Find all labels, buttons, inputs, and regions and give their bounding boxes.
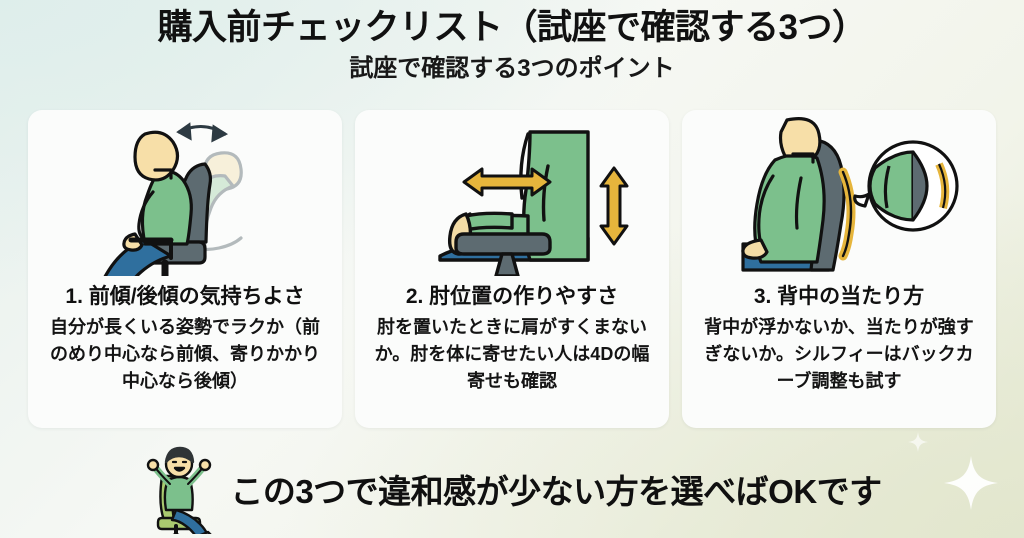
- page-title: 購入前チェックリスト（試座で確認する3つ）: [157, 8, 867, 47]
- footer-text: この3つで違和感が少ない方を選べばOKです: [230, 473, 882, 510]
- page-subtitle: 試座で確認する3つのポイント: [349, 55, 675, 83]
- card-1-heading: 1. 前傾/後傾の気持ちよさ: [65, 285, 305, 308]
- checklist-card-3[interactable]: 3. 背中の当たり方 背中が浮かないか、当たりが強すぎないか。シルフィーはバック…: [682, 110, 996, 428]
- footer-banner: この3つで違和感が少ない方を選べばOKです: [0, 440, 1024, 538]
- cheering-person-in-chair-icon: [142, 444, 216, 534]
- back-contact-lumbar-magnifier-icon: [682, 116, 996, 276]
- card-3-heading: 3. 背中の当たり方: [753, 285, 925, 308]
- header: 購入前チェックリスト（試座で確認する3つ） 試座で確認する3つのポイント: [0, 8, 1024, 84]
- person-reclining-chair-tilt-arrow-icon: [28, 116, 342, 276]
- checklist-cards: 1. 前傾/後傾の気持ちよさ 自分が長くいる姿勢でラクか（前のめり中心なら前傾、…: [28, 110, 996, 428]
- card-3-body: 背中が浮かないか、当たりが強すぎないか。シルフィーはバックカーブ調整も試す: [704, 317, 974, 392]
- card-2-body: 肘を置いたときに肩がすくまないか。肘を体に寄せたい人は4Dの幅寄せも確認: [374, 317, 650, 392]
- armrest-width-height-arrows-icon: [355, 116, 669, 276]
- card-1-body: 自分が長くいる姿勢でラクか（前のめり中心なら前傾、寄りかかり中心なら後傾）: [50, 317, 320, 392]
- checklist-card-1[interactable]: 1. 前傾/後傾の気持ちよさ 自分が長くいる姿勢でラクか（前のめり中心なら前傾、…: [28, 110, 342, 428]
- card-2-heading: 2. 肘位置の作りやすさ: [405, 285, 619, 308]
- checklist-card-2[interactable]: 2. 肘位置の作りやすさ 肘を置いたときに肩がすくまないか。肘を体に寄せたい人は…: [355, 110, 669, 428]
